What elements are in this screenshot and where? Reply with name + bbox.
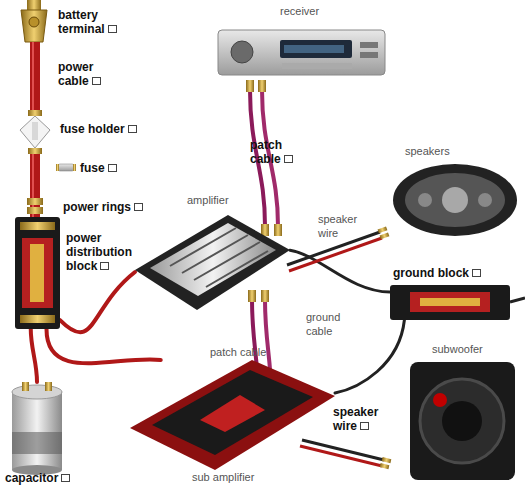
part-label: battery terminal [58,8,120,36]
component-node: amplifier [135,215,290,310]
part-label: patch cable [210,345,290,359]
rca-plug [246,80,254,92]
cable-connector [31,329,37,382]
amplifier-fins [170,228,268,287]
speaker-wire-art [300,446,382,466]
volume-knob [231,41,253,63]
receiver-display [280,40,352,58]
capacitor-terminal [45,382,52,391]
component-node: receiver [218,30,385,75]
display-glow [284,45,344,53]
block-decal-stripe [30,244,44,302]
component-label: ground block [393,266,508,280]
ground-block-decal [410,292,490,312]
capacitor-art [12,392,62,470]
component-node: sub amplifier [130,360,335,470]
part-label: power rings [63,200,153,214]
speaker-cone [405,173,505,227]
fuse-art [58,164,74,171]
sub-amplifier-graphic [200,395,265,432]
battery-terminal-art [21,10,47,42]
ground-block-stripe [420,298,480,306]
component-label: amplifier [187,193,267,207]
speaker-wire-art [289,238,382,271]
subwoofer-logo [433,393,447,407]
receiver-art [218,30,385,75]
power-ring-art [27,198,43,205]
receiver-buttons [282,63,352,69]
sub-amplifier-art [130,360,335,470]
terminal-screw [29,17,39,27]
wire-tip [378,226,388,233]
subwoofer-art [410,362,515,480]
part-label: fuse [80,161,130,175]
rca-plug [258,80,266,92]
cable-label: ground cable [306,310,351,338]
part-label: fuse holder [60,122,150,136]
component-label: sub amplifier [192,470,292,484]
subwoofer-dust-cap [442,401,482,441]
part-label: patch cable [250,138,300,166]
wire-tip [380,463,390,469]
wire-tip [382,457,392,463]
amplifier-top [150,223,276,296]
speaker-dome [442,187,468,213]
component-label: power distribution block [66,231,144,273]
capacitor-terminal [22,382,29,391]
fuse-cap [73,164,76,171]
subwoofer-cone [420,379,504,463]
cable-connector [47,329,161,363]
component-label: subwoofer [432,342,512,356]
component-node: power distribution block [15,217,60,329]
component-node: subwoofer [410,360,515,480]
fuse-holder-cap [28,148,42,154]
wire-tip [380,232,390,239]
component-label: capacitor [5,471,85,485]
cable-connector [60,272,135,332]
block-decal [22,238,53,308]
rca-plug [261,290,269,302]
part-label: speaker wire [333,405,388,433]
rca-plug [248,290,256,302]
ground-wire-stub [510,298,525,302]
capacitor-top [12,385,62,399]
amplifier-art [135,215,290,310]
fuse-holder-cap [28,110,42,116]
ground-block-art [390,285,510,320]
component-node: ground block [390,285,510,320]
distribution-block-art [15,217,60,329]
fuse-holder-inner [32,122,38,140]
cable-connector [335,320,404,393]
part-label: speaker wire [318,212,363,240]
terminal-bolt [27,0,41,10]
component-node: capacitor [12,382,62,470]
power-cable-art [30,42,40,114]
power-ring-art [27,207,43,214]
component-node: speakers [393,164,517,236]
fuse-holder-art [20,116,50,148]
component-label: speakers [405,144,485,158]
block-terminal [20,222,55,230]
sub-amplifier-top [152,370,313,455]
speaker-tweeter [478,193,492,207]
speaker-tweeter [418,193,432,207]
rca-plug [261,224,269,236]
receiver-button [360,42,378,48]
cable-highlight [32,42,34,114]
part-label: power cable [58,60,108,88]
receiver-button [360,52,378,58]
cable-connector [290,250,390,292]
speaker-art [393,164,517,236]
rca-plug [274,224,282,236]
block-terminal [20,315,55,323]
fuse-cap [56,164,59,171]
capacitor-band [12,432,62,454]
component-label: receiver [280,4,360,18]
